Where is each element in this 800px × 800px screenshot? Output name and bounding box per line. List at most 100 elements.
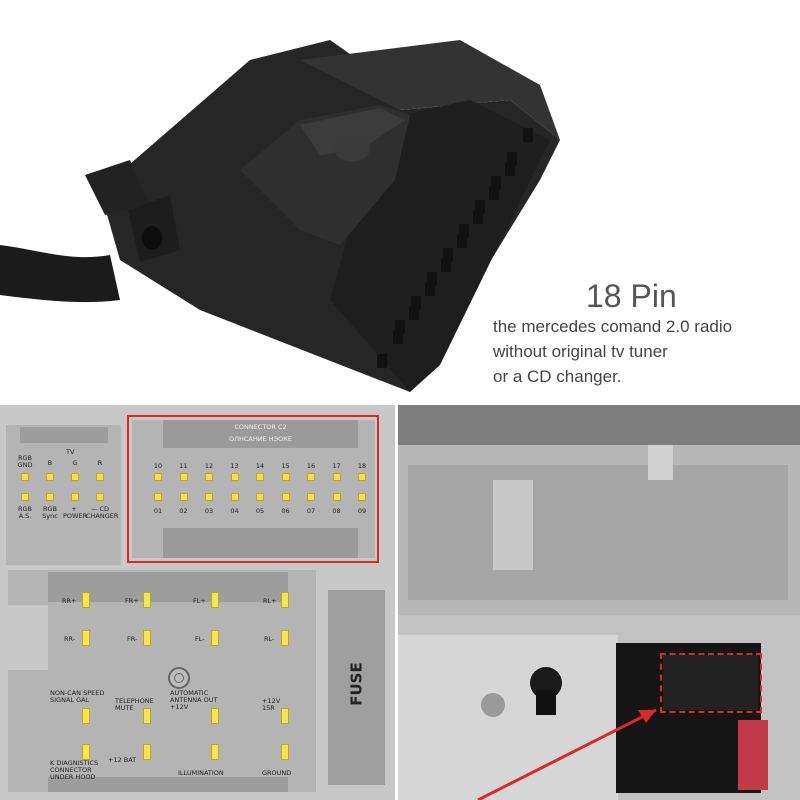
c2-pin-number-top: 13 <box>230 462 239 470</box>
tv-pin <box>96 493 104 501</box>
c2-pin-number-bottom: 08 <box>332 507 341 515</box>
label-rr-minus: RR- <box>64 635 76 643</box>
label-fl-minus: FL- <box>195 635 205 643</box>
pin-fr-minus <box>143 630 151 646</box>
c2-pin <box>256 493 264 501</box>
c2-pin <box>307 493 315 501</box>
c2-pin-number-top: 17 <box>332 462 341 470</box>
connector-pin-hole <box>411 296 421 310</box>
c2-pin-number-bottom: 06 <box>281 507 290 515</box>
c2-pin <box>154 473 162 481</box>
connector-pin-hole <box>473 210 483 224</box>
pin-rr-plus <box>82 592 90 608</box>
connector-c2-title: CONNECTOR C2 <box>234 423 287 431</box>
tv-pin <box>21 473 29 481</box>
c2-pin <box>230 473 239 481</box>
connector-pin-hole <box>491 176 501 190</box>
connector-pin-hole <box>505 162 515 176</box>
c2-pin-number-top: 11 <box>179 462 188 470</box>
radio-illustration <box>398 405 800 800</box>
c2-pin-number-top: 12 <box>204 462 214 470</box>
tv-label-g: G <box>72 459 78 467</box>
c2-pin-number-bottom: 01 <box>153 507 163 515</box>
c2-pin-number-bottom: 05 <box>255 507 265 515</box>
c2-pin-number-top: 10 <box>153 462 163 470</box>
connector-illustration <box>0 40 560 392</box>
label-fl-plus: FL+ <box>193 597 206 605</box>
c2-pin <box>205 493 213 501</box>
label-non-can-speed-signal: NON-CAN SPEED SIGNAL GAL <box>50 689 105 704</box>
label-illumination: ILLUMINATION <box>178 769 224 777</box>
connector-pin-hole <box>393 330 403 344</box>
c2-pin-number-top: 15 <box>281 462 290 470</box>
c2-pin <box>179 493 188 501</box>
connector-pin-hole <box>427 272 437 286</box>
product-description-line-1: the mercedes comand 2.0 radio <box>493 317 733 336</box>
fuse-label: FUSE <box>347 662 366 706</box>
radio-back-photo <box>398 405 800 800</box>
c2-pin-number-bottom: 07 <box>306 507 316 515</box>
tv-label-b: B <box>47 459 53 467</box>
tv-label-power: + POWER <box>63 505 88 520</box>
connector-photo <box>0 40 560 392</box>
c2-pin <box>332 493 341 501</box>
label-rl-plus: RL+ <box>263 597 277 605</box>
tv-label-rgb-sync: RGB Sync <box>42 505 58 520</box>
c2-pin <box>281 493 290 501</box>
pin-12-bat <box>143 744 151 760</box>
tv-pin <box>96 473 104 481</box>
pin-12v-15r <box>281 708 289 724</box>
connector-pin-hole <box>507 152 517 166</box>
c2-pin <box>332 473 341 481</box>
label-k-diagnostics: K DIAGNISTICS CONNECTOR UNDER HOOD <box>50 759 99 781</box>
fuse-box <box>328 590 385 785</box>
product-description-line-2: without original tv tuner <box>493 342 668 361</box>
product-title: 18 Pin <box>586 278 677 314</box>
c2-pin <box>230 493 239 501</box>
c2-pin-number-bottom: 04 <box>230 507 239 515</box>
tv-label-cd-changer: — CD CHANGER <box>86 505 119 520</box>
label-12-bat: +12 BAT <box>108 756 137 764</box>
label-rr-plus: RR+ <box>62 597 77 605</box>
connector-pin-hole <box>377 354 387 368</box>
connector-pin-hole <box>409 306 419 320</box>
tv-label-rgb-as: RGB A.S. <box>17 505 32 520</box>
pin-rl-plus <box>281 592 289 608</box>
connector-pin-hole <box>395 320 405 334</box>
pin-antenna <box>211 708 219 724</box>
c2-pin <box>205 473 213 481</box>
tv-label-rgb-gnd: RGB GND <box>17 454 33 469</box>
connector-pin-hole <box>441 258 451 272</box>
c2-pin-number-top: 18 <box>357 462 367 470</box>
connector-pin-hole <box>457 234 467 248</box>
connector-pin-hole <box>489 186 499 200</box>
label-12v-15r: +12V 15R <box>262 697 281 712</box>
pin-fr-plus <box>143 592 151 608</box>
pin-fl-plus <box>211 592 219 608</box>
tv-label-r: R <box>97 459 103 467</box>
label-fr-plus: FR+ <box>125 597 139 605</box>
wiring-diagram: TV RGB GND B G R RGB A.S. RGB Sync + POW… <box>0 405 395 800</box>
connector-pin-hole <box>475 200 485 214</box>
c2-pin-number-bottom: 02 <box>179 507 188 515</box>
c2-pin-number-top: 16 <box>306 462 316 470</box>
tv-pin <box>71 493 79 501</box>
tv-pin <box>71 473 79 481</box>
c2-pin <box>358 473 366 481</box>
pin-k-diagnostics <box>82 744 90 760</box>
c2-pin-number-bottom: 03 <box>204 507 214 515</box>
tv-heading: TV <box>66 448 75 456</box>
label-ground: GROUND <box>262 769 292 777</box>
pin-highlight-box <box>660 653 762 713</box>
connector-c2-subtitle: ОЛНСАНИЕ НЭОКЕ <box>228 435 293 443</box>
label-telephone-mute: TELEPHONE MUTE <box>115 697 154 712</box>
c2-pin <box>358 493 366 501</box>
connector-pin-hole <box>443 248 453 262</box>
c2-pin <box>307 473 315 481</box>
tv-pin <box>46 473 54 481</box>
pin-rl-minus <box>281 630 289 646</box>
connector-pin-hole <box>425 282 435 296</box>
label-automatic-antenna: AUTOMATIC ANTENNA OUT +12V <box>170 689 218 711</box>
c2-pin-number-top: 14 <box>255 462 265 470</box>
